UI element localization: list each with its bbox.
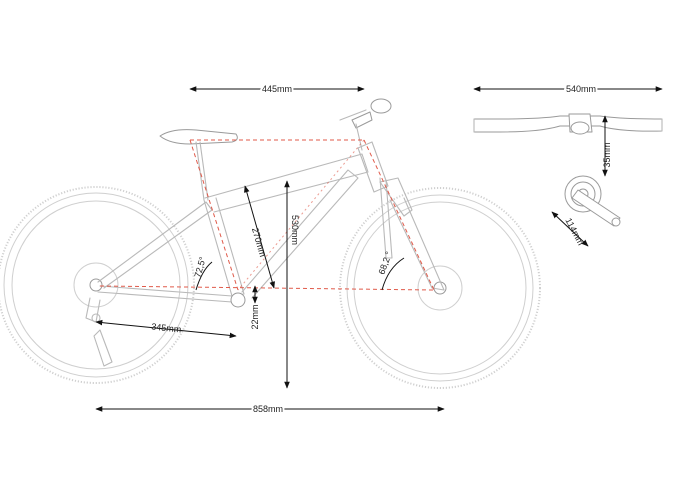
- geometry-overlay: [99, 139, 435, 291]
- handlebar-width-label: 540mm: [566, 84, 596, 94]
- head-angle-label: 68,2 °: [376, 250, 394, 276]
- chainstay-label: 345mm: [151, 321, 182, 334]
- bb-drop-label: 22mm: [250, 304, 260, 329]
- rear-drivetrain: [73, 262, 119, 367]
- standover-label: 530mm: [290, 215, 300, 245]
- crank-length-label: 114mm: [563, 216, 586, 247]
- front-disc: [417, 265, 463, 311]
- cockpit: [339, 98, 392, 151]
- handlebar-rise-label: 35mm: [602, 142, 612, 167]
- handlebar-detail: [473, 113, 663, 135]
- reach-label: 445mm: [262, 84, 292, 94]
- crank-detail: [564, 175, 621, 227]
- seat-angle-label: 72,5°: [192, 255, 208, 278]
- seat-tube-arrow: [244, 185, 275, 289]
- seat-tube-label: 270mm: [250, 226, 268, 258]
- front-wheel: [339, 187, 541, 389]
- chainstay-arrow: [95, 319, 237, 339]
- rear-wheel: [0, 186, 195, 384]
- head-angle-arc: [381, 257, 405, 291]
- bike-frame: [97, 141, 389, 308]
- crank-length-arrow: [551, 211, 589, 247]
- seat-angle-arc: [195, 261, 213, 291]
- saddle: [159, 129, 238, 201]
- wheelbase-label: 858mm: [253, 404, 283, 414]
- fork: [379, 177, 445, 291]
